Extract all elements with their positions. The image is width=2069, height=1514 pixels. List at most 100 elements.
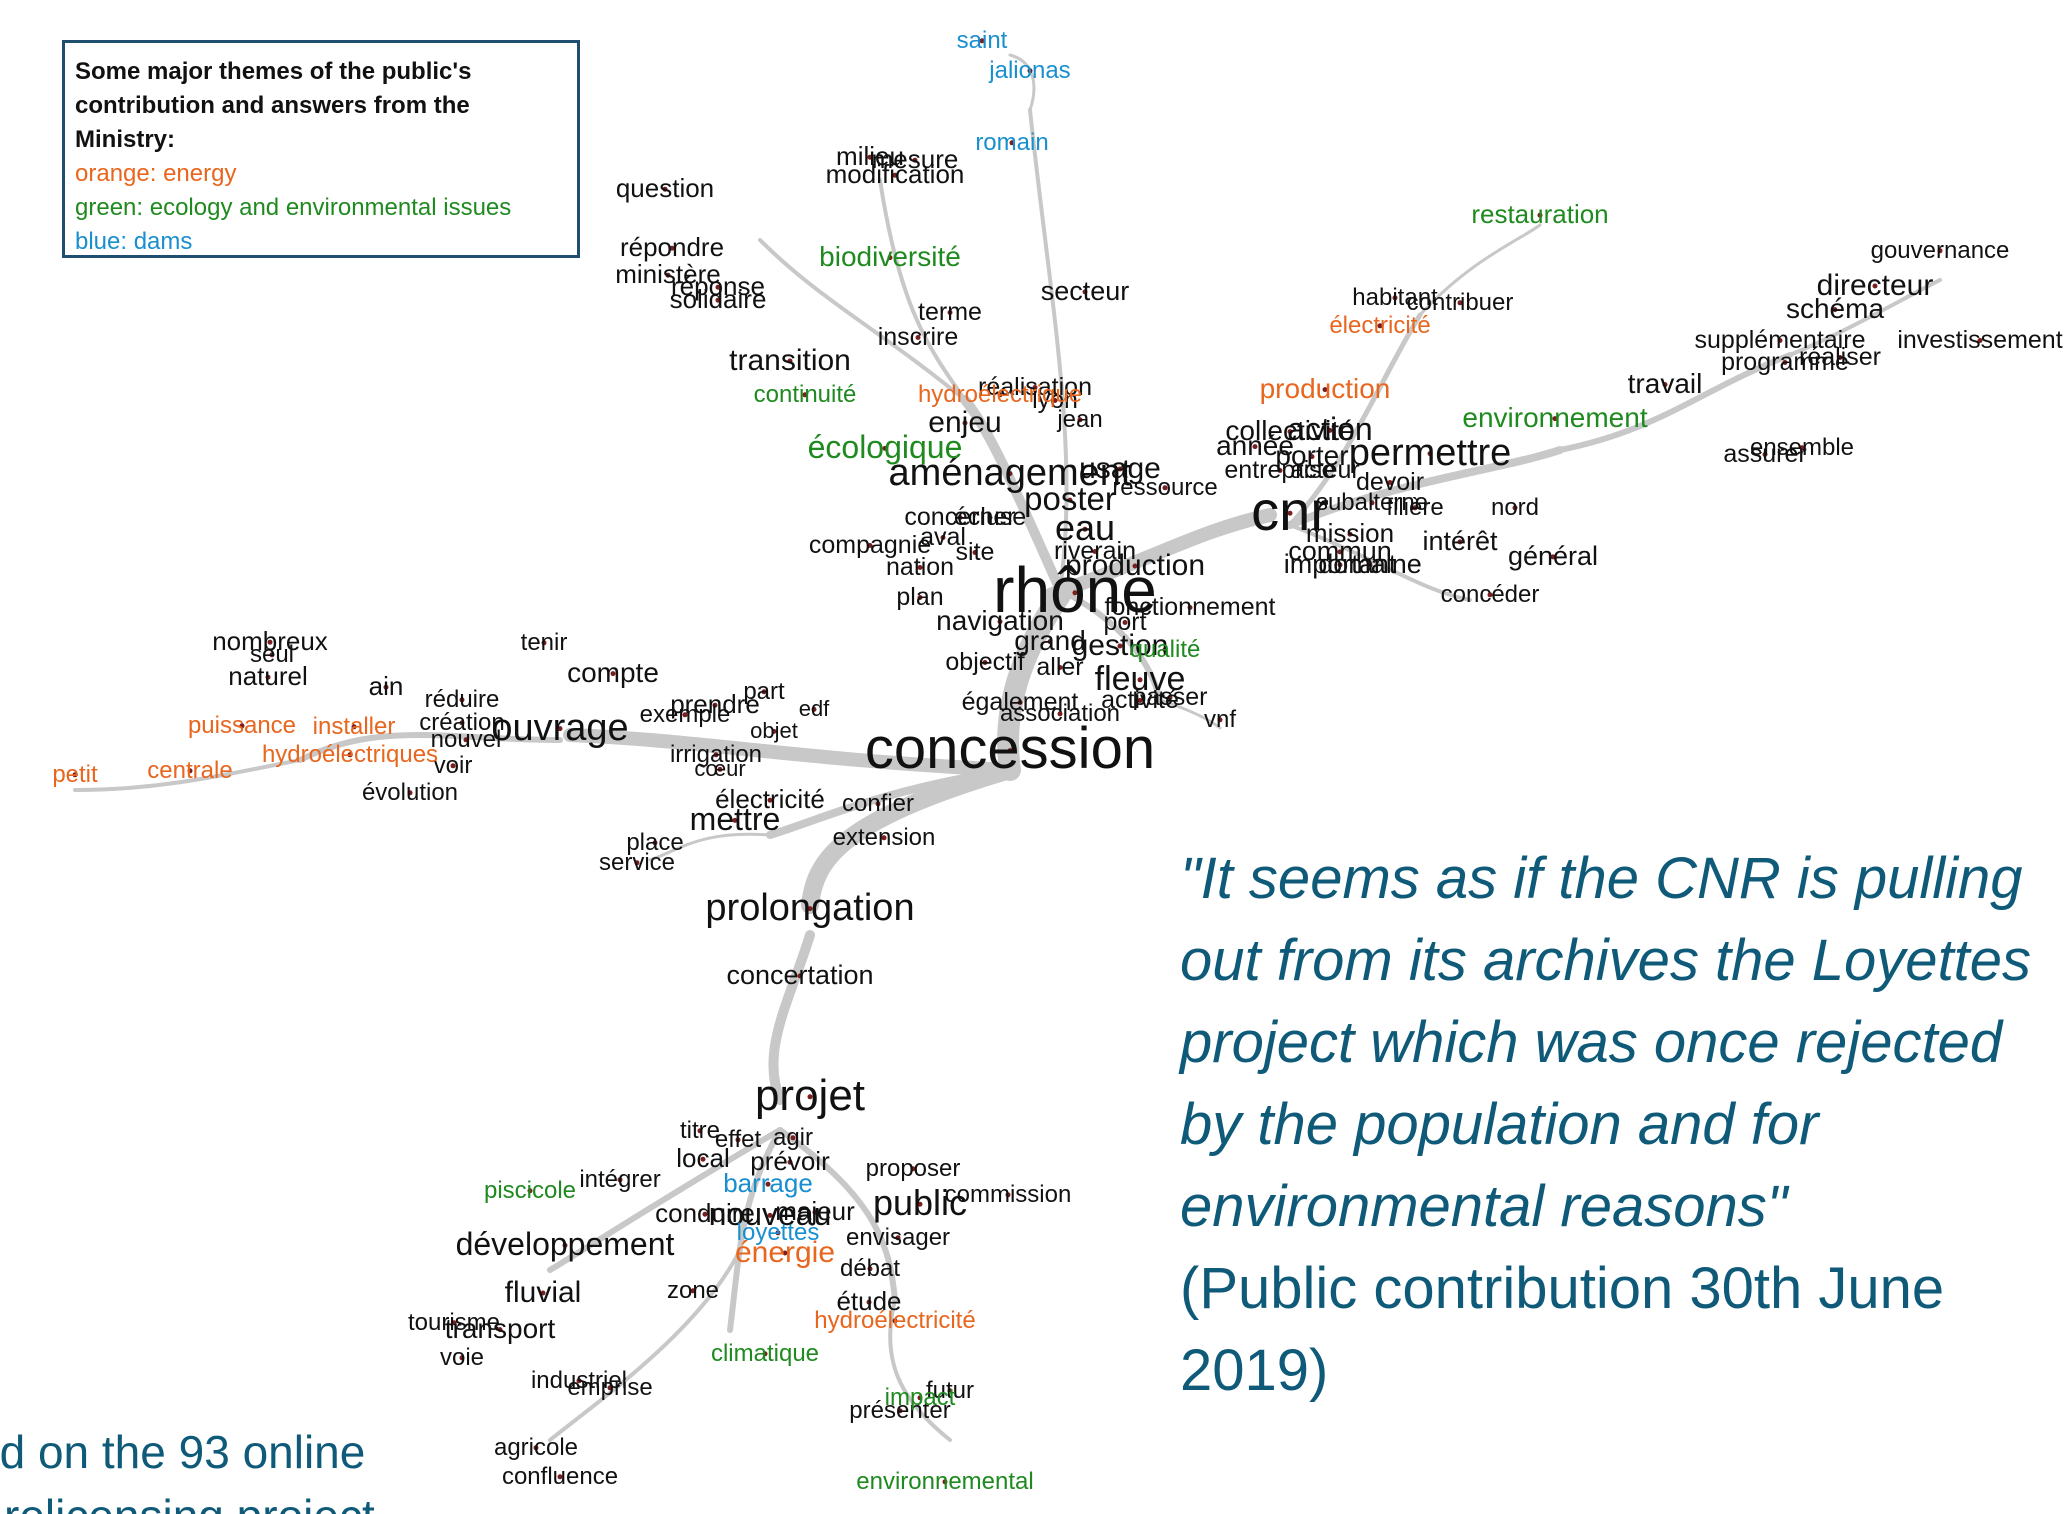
- quote-text: "It seems as if the CNR is pulling out f…: [1180, 846, 2032, 1239]
- word-fonctionnement: fonctionnement: [1105, 593, 1276, 621]
- word-r-aliser: réaliser: [1799, 343, 1881, 371]
- node-21: [1082, 289, 1088, 295]
- word-exemple: exemple: [640, 701, 731, 728]
- legend-box: Some major themes of the public's contri…: [62, 40, 580, 258]
- node-151: [979, 38, 985, 44]
- tree-nodes: [72, 38, 1983, 1485]
- branch-23: [1057, 587, 1163, 703]
- node-116: [812, 1209, 818, 1215]
- word-compagnie: compagnie: [809, 531, 931, 559]
- node-102: [767, 797, 773, 803]
- node-112: [910, 1166, 916, 1172]
- node-153: [1009, 140, 1015, 146]
- node-119: [866, 1299, 872, 1305]
- word-passer: passer: [1132, 683, 1207, 711]
- word-int-r-t: intérêt: [1422, 526, 1498, 556]
- word-d-veloppement: développement: [456, 1226, 675, 1262]
- word-puissance: puissance: [188, 712, 296, 739]
- node-56: [1392, 295, 1398, 301]
- word-terme: terme: [918, 298, 982, 326]
- word-hydro-lectriques: hydroélectriques: [262, 741, 438, 768]
- word--lectricit-: électricité: [1329, 312, 1430, 339]
- word-naturel: naturel: [228, 661, 308, 691]
- word-pr-senter: présenter: [849, 1397, 950, 1424]
- branch-16: [1008, 53, 1036, 112]
- word-grand: grand: [1014, 625, 1086, 656]
- node-142: [802, 392, 808, 398]
- node-70: [1309, 454, 1315, 460]
- word-fluvial: fluvial: [505, 1276, 582, 1309]
- node-149: [917, 1395, 923, 1401]
- word-compte: compte: [567, 657, 659, 688]
- node-123: [497, 1327, 503, 1333]
- word-investissement: investissement: [1897, 326, 2062, 354]
- node-132: [1377, 323, 1383, 329]
- word-gouvernance: gouvernance: [1871, 237, 2010, 264]
- word-production: production: [1260, 373, 1391, 404]
- word-environnement: environnement: [1462, 402, 1647, 433]
- word--cologique: écologique: [808, 429, 963, 465]
- word-gestion: gestion: [1072, 629, 1169, 662]
- word-public: public: [873, 1182, 967, 1223]
- word-ain: ain: [369, 671, 404, 701]
- branch-21: [1418, 223, 1542, 317]
- word-part: part: [743, 678, 785, 705]
- node-3: [807, 906, 813, 912]
- node-125: [576, 1378, 582, 1384]
- footnote-line-1: ed on the 93 online: [0, 1426, 366, 1478]
- branch-4: [768, 930, 815, 1105]
- legend-orange: orange: energy: [75, 160, 237, 187]
- node-37: [987, 515, 993, 520]
- word-confluence: confluence: [502, 1463, 618, 1490]
- node-27: [867, 154, 873, 160]
- word-production: production: [1065, 549, 1205, 582]
- word-piscicole: piscicole: [484, 1177, 576, 1204]
- word-pr-voir: prévoir: [750, 1146, 830, 1176]
- branch-11: [73, 758, 302, 792]
- node-148: [762, 1351, 768, 1357]
- node-76: [1347, 531, 1353, 537]
- node-86: [265, 674, 271, 680]
- node-32: [1032, 385, 1038, 390]
- word-cr-ation: création: [419, 709, 504, 736]
- word--lectricit-: électricité: [715, 784, 825, 814]
- node-23: [669, 245, 675, 251]
- node-114: [1005, 1192, 1011, 1198]
- word-assurer: assurer: [1723, 440, 1806, 468]
- node-18: [562, 1242, 568, 1248]
- word-r-pondre: répondre: [620, 232, 724, 262]
- word-loyettes: loyettes: [737, 1219, 820, 1246]
- node-60: [1832, 307, 1838, 313]
- node-88: [541, 640, 547, 646]
- word-fili-re: filière: [1386, 494, 1443, 521]
- word-nord: nord: [1491, 494, 1539, 521]
- node-17: [767, 1212, 773, 1218]
- node-25: [715, 284, 721, 290]
- word-nation: nation: [886, 553, 954, 581]
- legend-blue: blue: dams: [75, 228, 193, 255]
- node-73: [1387, 480, 1393, 485]
- word-concertation: concertation: [726, 960, 873, 990]
- branch-6: [547, 1127, 783, 1273]
- word-aller: aller: [1036, 653, 1083, 681]
- word-g-n-ral: général: [1508, 541, 1598, 571]
- node-98: [811, 706, 817, 712]
- word-concession: concession: [865, 716, 1155, 781]
- word-fleuve: fleuve: [1095, 660, 1186, 698]
- word-conduire: conduire: [655, 1198, 755, 1228]
- word-eau: eau: [1055, 507, 1115, 548]
- word-ressource: ressource: [1112, 474, 1217, 501]
- branch-5: [727, 1127, 783, 1333]
- node-8: [1082, 526, 1088, 532]
- word-porter: porter: [1275, 440, 1348, 471]
- node-155: [775, 1230, 781, 1236]
- node-24: [665, 272, 671, 278]
- node-77: [1512, 505, 1518, 511]
- node-40: [917, 565, 923, 570]
- word-c-ur: cœur: [694, 756, 745, 781]
- branch-25: [766, 766, 1014, 839]
- node-36: [957, 515, 963, 520]
- word-conc-der: concéder: [1441, 581, 1540, 608]
- word-majeur: majeur: [775, 1196, 855, 1226]
